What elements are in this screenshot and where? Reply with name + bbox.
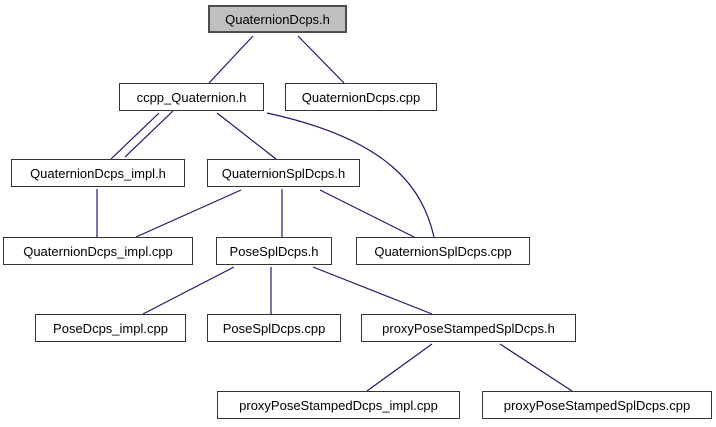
edge-proxy-pose-stamped-spl-dcps-cpp-to-proxy-pose-stamped-spl-dcps-h bbox=[499, 343, 573, 392]
graph-node-ccpp-quaternion-h[interactable]: ccpp_Quaternion.h bbox=[119, 83, 264, 111]
graph-node-pose-dcps-impl-cpp[interactable]: PoseDcps_impl.cpp bbox=[35, 314, 186, 342]
graph-node-quaternion-spl-dcps-h[interactable]: QuaternionSplDcps.h bbox=[207, 159, 360, 187]
graph-node-label: proxyPoseStampedDcps_impl.cpp bbox=[239, 397, 438, 413]
graph-node-proxy-pose-stamped-spl-dcps-cpp[interactable]: proxyPoseStampedSplDcps.cpp bbox=[482, 391, 712, 419]
graph-node-label: proxyPoseStampedSplDcps.cpp bbox=[503, 397, 691, 413]
edge-pose-dcps-impl-cpp-to-pose-spl-dcps-h bbox=[142, 266, 235, 315]
edge-quaternion-spl-dcps-cpp-to-quaternion-spl-dcps-h bbox=[319, 189, 415, 238]
edge-proxy-pose-stamped-spl-dcps-h-to-pose-spl-dcps-h bbox=[312, 266, 433, 315]
graph-node-label: PoseSplDcps.h bbox=[229, 243, 319, 259]
graph-node-quaternion-dcps-cpp[interactable]: QuaternionDcps.cpp bbox=[285, 83, 437, 111]
graph-node-pose-spl-dcps-h[interactable]: PoseSplDcps.h bbox=[216, 237, 332, 265]
graph-node-label: proxyPoseStampedSplDcps.h bbox=[382, 320, 555, 336]
graph-node-quaternion-spl-dcps-cpp[interactable]: QuaternionSplDcps.cpp bbox=[356, 237, 530, 265]
graph-node-label: QuaternionDcps_impl.cpp bbox=[23, 243, 173, 259]
graph-node-quaternion-dcps-h[interactable]: QuaternionDcps.h bbox=[208, 5, 347, 33]
graph-node-proxy-pose-stamped-spl-dcps-h[interactable]: proxyPoseStampedSplDcps.h bbox=[361, 314, 576, 342]
graph-node-proxy-pose-stamped-dcps-impl-cpp[interactable]: proxyPoseStampedDcps_impl.cpp bbox=[217, 391, 460, 419]
edge-group bbox=[96, 35, 573, 392]
graph-node-quaternion-dcps-impl-h[interactable]: QuaternionDcps_impl.h bbox=[11, 159, 185, 187]
edge-quaternion-spl-dcps-cpp-to-ccpp-quaternion-h bbox=[266, 112, 435, 238]
graph-node-label: PoseSplDcps.cpp bbox=[222, 320, 326, 336]
graph-node-label: QuaternionSplDcps.cpp bbox=[374, 243, 512, 259]
graph-node-label: PoseDcps_impl.cpp bbox=[53, 320, 168, 336]
edge-ccpp-quaternion-h-to-quaternion-dcps-h bbox=[208, 35, 254, 84]
graph-node-label: QuaternionSplDcps.h bbox=[221, 165, 346, 181]
graph-node-label: QuaternionDcps.cpp bbox=[301, 89, 421, 105]
graph-node-pose-spl-dcps-cpp[interactable]: PoseSplDcps.cpp bbox=[207, 314, 341, 342]
graph-node-label: ccpp_Quaternion.h bbox=[136, 89, 247, 105]
edge-ccpp-quaternion-h-to-quaternion-dcps-impl-h bbox=[124, 110, 174, 158]
edge-proxy-pose-stamped-dcps-impl-cpp-to-proxy-pose-stamped-spl-dcps-h bbox=[366, 343, 433, 392]
edge-quaternion-spl-dcps-h-to-ccpp-quaternion-h bbox=[216, 112, 277, 160]
edge-quaternion-dcps-cpp-to-quaternion-dcps-h bbox=[297, 35, 345, 84]
edge-quaternion-dcps-impl-h-to-ccpp-quaternion-h bbox=[110, 112, 160, 160]
graph-node-quaternion-dcps-impl-cpp[interactable]: QuaternionDcps_impl.cpp bbox=[3, 237, 193, 265]
graph-node-label: QuaternionDcps.h bbox=[225, 11, 330, 27]
graph-node-label: QuaternionDcps_impl.h bbox=[30, 165, 166, 181]
edge-quaternion-dcps-impl-cpp-to-quaternion-spl-dcps-h bbox=[135, 189, 242, 238]
